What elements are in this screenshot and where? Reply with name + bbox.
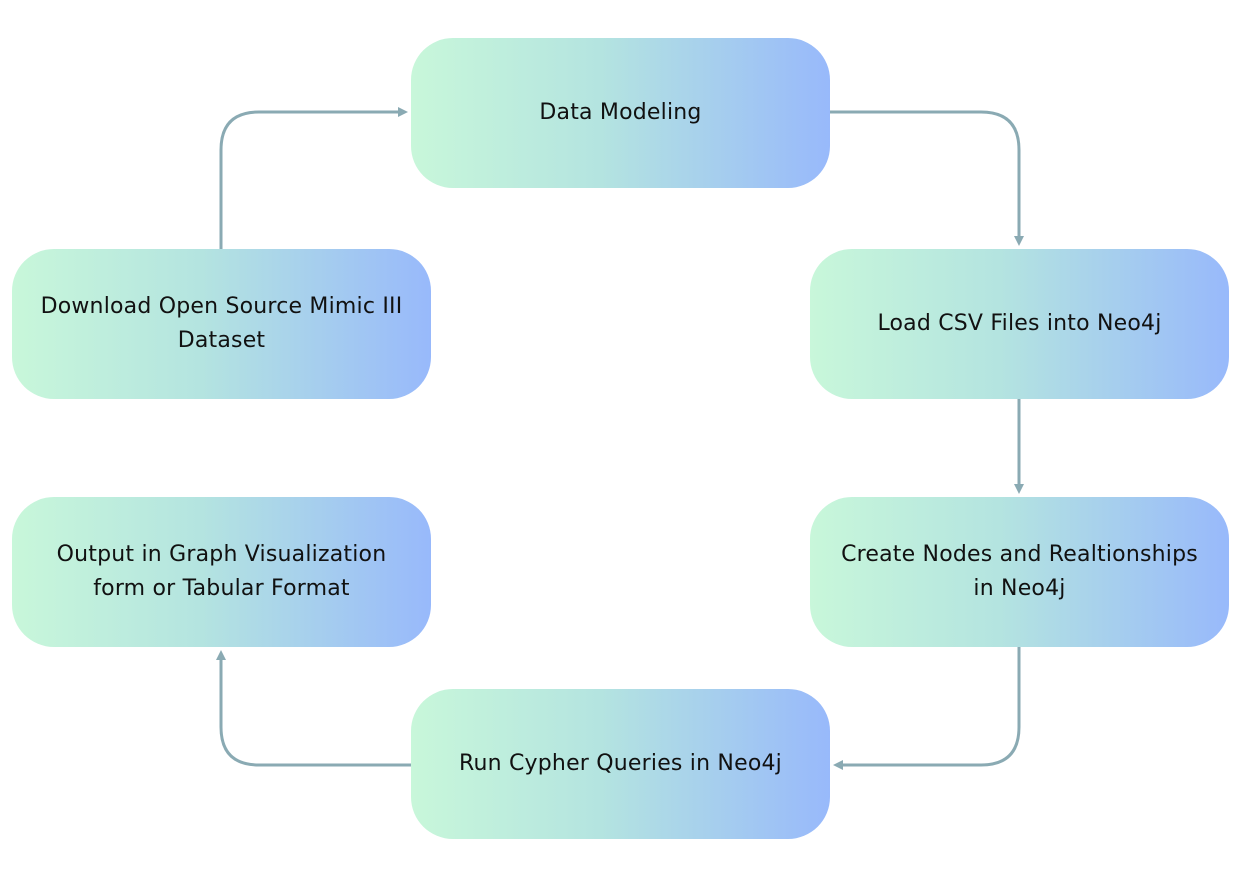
- node-label-line: Dataset: [177, 328, 266, 353]
- arrow-run-cypher-to-output: [216, 650, 411, 767]
- node-run-cypher: Run Cypher Queries in Neo4j: [411, 689, 830, 839]
- node-load-csv: Load CSV Files into Neo4j: [810, 249, 1229, 399]
- node-label-line: Load CSV Files into Neo4j: [877, 310, 1162, 336]
- node-label-line: Run Cypher Queries in Neo4j: [459, 750, 782, 776]
- arrow-create-nodes-to-run-cypher: [833, 647, 1021, 770]
- arrow-download-to-data-modeling: [219, 107, 408, 249]
- arrow-data-modeling-to-load-csv: [830, 110, 1024, 246]
- node-output: Output in Graph Visualization form or Ta…: [12, 497, 431, 647]
- node-label-line: Create Nodes and Realtionships: [841, 541, 1198, 567]
- node-label-line: in Neo4j: [973, 576, 1066, 601]
- node-label-line: Data Modeling: [539, 99, 702, 125]
- node-label-line: form or Tabular Format: [93, 576, 350, 601]
- node-data-modeling: Data Modeling: [411, 38, 830, 188]
- node-label-line: Download Open Source Mimic III: [40, 293, 403, 319]
- node-create-nodes: Create Nodes and Realtionships in Neo4j: [810, 497, 1229, 647]
- node-download-dataset: Download Open Source Mimic III Dataset: [12, 249, 431, 399]
- node-label-line: Output in Graph Visualization: [56, 541, 387, 567]
